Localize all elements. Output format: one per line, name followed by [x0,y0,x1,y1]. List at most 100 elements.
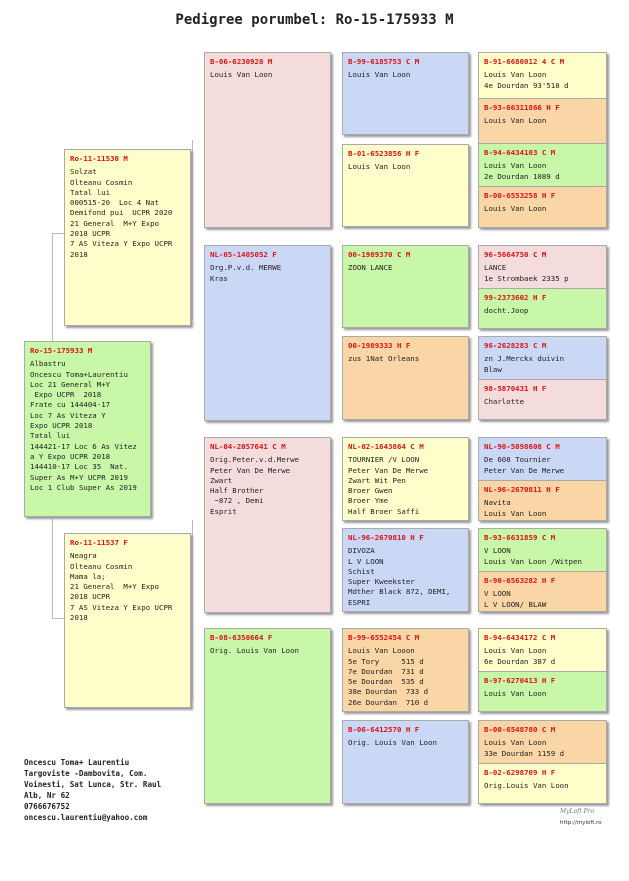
connector-line [192,140,193,320]
great-grandparent-details: Louis Van Looon 5e Tory 515 d 7e Dourdan… [348,646,429,707]
ancestor-cell[interactable]: NL-96-2670811 H F Navita Louis Van Loon [479,480,606,520]
ancestor-details: Orig.Louis Van Loon [484,781,569,791]
ancestor-details: Louis Van Loon 4e Dourdan 93'518 d [484,70,569,90]
ancestor-cell[interactable]: B-94-6434172 C M Louis Van Loon 6e Dourd… [479,629,606,671]
sire-details: Solzat Olteanu Cosmin Tatal lui 000515-2… [70,167,173,259]
connector-line [52,233,66,234]
connector-line [192,520,193,700]
great-grandparent-box[interactable]: NL-02-1643864 C M TOURNIER /V LOON Peter… [342,437,469,521]
ancestor-cell[interactable]: B-93-66311866 H F Louis Van Loon [479,98,606,143]
great-grandparent-details: zus 1Nat Orleans [348,354,420,364]
grandparent-details: Orig.Peter.v.d.Merwe Peter Van De Merwe … [210,455,299,516]
grandparent-box[interactable]: B-08-6350664 F Orig. Louis Van Loon [204,628,331,804]
great-grandparent-box[interactable]: B-99-6185753 C M Louis Van Loon [342,52,469,135]
grandparent-box[interactable]: NL-04-2057641 C M Orig.Peter.v.d.Merwe P… [204,437,331,613]
ancestor-cell[interactable]: NL-90-5098608 C M De 608 Tournier Peter … [479,438,606,480]
ancestor-cell[interactable]: B-93-6631859 C M V LOON Louis Van Loon /… [479,529,606,571]
sire-box[interactable]: Ro-11-11530 M Solzat Olteanu Cosmin Tata… [64,149,191,326]
ancestor-ring: B-93-66311866 H F [484,103,560,112]
dam-box[interactable]: Ro-11-11537 F Neagra Olteanu Cosmin Mama… [64,533,191,708]
ancestor-ring: 96-2628283 C M [484,341,547,350]
ancestor-details: Louis Van Loon [484,116,547,126]
subject-box[interactable]: Ro-15-175933 M Albastru Oncescu Toma+Lau… [24,341,151,517]
ancestor-ring: NL-96-2670811 H F [484,485,560,494]
ancestor-pair-box: B-00-6548780 C M Louis Van Loon 33e Dour… [478,720,607,804]
great-grandparent-ring: B-01-6523856 H F [348,149,420,158]
grandparent-ring: B-08-6350664 F [210,633,273,642]
ancestor-cell[interactable]: 98-5870431 H F Charlotte [479,379,606,419]
grandparent-box[interactable]: NL-05-1405052 F Org.P.v.d. MERWE Kras [204,245,331,421]
great-grandparent-box[interactable]: B-99-6552454 C M Louis Van Looon 5e Tory… [342,628,469,712]
ancestor-details: V LOON Louis Van Loon /Witpen [484,546,582,566]
great-grandparent-box[interactable]: B-01-6523856 H F Louis Van Loon [342,144,469,227]
connector-line [52,233,53,343]
ancestor-ring: 98-5870431 H F [484,384,547,393]
ancestor-ring: 96-5664750 C M [484,250,547,259]
great-grandparent-ring: NL-96-2670810 H F [348,533,424,542]
ancestor-ring: B-94-6434103 C M [484,148,556,157]
connector-line [52,518,53,618]
great-grandparent-ring: B-06-6412570 H F [348,725,420,734]
ancestor-ring: B-00-6553258 H F [484,191,556,200]
great-grandparent-box[interactable]: 00-1989370 C M ZOON LANCE [342,245,469,328]
grandparent-details: Louis Van Loon [210,70,273,80]
dam-details: Neagra Olteanu Cosmin Mama la; 21 Genera… [70,551,173,623]
great-grandparent-details: Louis Van Loon [348,70,411,80]
great-grandparent-ring: B-99-6185753 C M [348,57,420,66]
great-grandparent-ring: NL-02-1643864 C M [348,442,424,451]
ancestor-cell[interactable]: 96-2628283 C M zn J.Merckx duivin Blaw [479,337,606,379]
ancestor-cell[interactable]: B-00-6553258 H F Louis Van Loon [479,186,606,227]
ancestor-cell[interactable]: B-00-6548780 C M Louis Van Loon 33e Dour… [479,721,606,763]
ancestor-ring: B-97-6270413 H F [484,676,556,685]
ancestor-details: zn J.Merckx duivin Blaw [484,354,565,374]
owner-contact: Oncescu Toma+ Laurentiu Targoviste -Damb… [24,758,162,822]
ancestor-details: Louis Van Loon 33e Dourdan 1159 d [484,738,565,758]
ancestor-details: Louis Van Loon [484,689,547,699]
ancestor-cell[interactable]: B-02-6298709 H F Orig.Louis Van Loon [479,763,606,803]
great-grandparent-details: Louis Van Loon [348,162,411,172]
ancestor-details: docht.Joop [484,306,529,316]
ancestor-pair-box: 96-5664750 C M LANCE 1e Strombaek 2335 p… [478,245,607,329]
ancestor-cell[interactable]: 96-5664750 C M LANCE 1e Strombaek 2335 p [479,246,606,288]
great-grandparent-details: TOURNIER /V LOON Peter Van De Merwe Zwar… [348,455,429,516]
grandparent-ring: NL-05-1405052 F [210,250,277,259]
grandparent-details: Orig. Louis Van Loon [210,646,299,656]
ancestor-ring: B-00-6548780 C M [484,725,556,734]
great-grandparent-details: Orig. Louis Van Loon [348,738,437,748]
ancestor-details: Navita Louis Van Loon [484,498,547,518]
ancestor-details: V LOON L V LOON/ BLAW [484,589,547,609]
grandparent-ring: B-06-6230928 M [210,57,273,66]
ancestor-ring: B-91-6680012 4 C M [484,57,565,66]
grandparent-ring: NL-04-2057641 C M [210,442,286,451]
ancestor-ring: B-90-6563282 H F [484,576,556,585]
great-grandparent-box[interactable]: B-06-6412570 H F Orig. Louis Van Loon [342,720,469,804]
ancestor-details: Louis Van Loon [484,204,547,214]
great-grandparent-details: ZOON LANCE [348,263,393,273]
great-grandparent-details: DIVOZA L V LOON Schist Super Kweekster M… [348,546,451,607]
ancestor-cell[interactable]: 99-2373602 H F docht.Joop [479,288,606,328]
footer-url[interactable]: http://myloft.ro [560,820,602,826]
ancestor-details: Charlotte [484,397,525,407]
ancestor-cell[interactable]: B-97-6270413 H F Louis Van Loon [479,671,606,711]
signature: MyLoft Pro [560,808,595,815]
ancestor-cell[interactable]: B-90-6563282 H F V LOON L V LOON/ BLAW [479,571,606,611]
ancestor-pair-box: B-91-6680012 4 C M Louis Van Loon 4e Dou… [478,52,607,228]
page-title: Pedigree porumbel: Ro-15-175933 M [175,12,454,28]
great-grandparent-box[interactable]: 00-1989333 H F zus 1Nat Orleans [342,336,469,420]
ancestor-ring: 99-2373602 H F [484,293,547,302]
grandparent-box[interactable]: B-06-6230928 M Louis Van Loon [204,52,331,228]
ancestor-details: De 608 Tournier Peter Van De Merwe [484,455,565,475]
sire-ring: Ro-11-11530 M [70,154,128,163]
ancestor-cell[interactable]: B-91-6680012 4 C M Louis Van Loon 4e Dou… [479,53,606,98]
grandparent-details: Org.P.v.d. MERWE Kras [210,263,282,283]
ancestor-pair-box: NL-90-5098608 C M De 608 Tournier Peter … [478,437,607,521]
subject-ring: Ro-15-175933 M [30,346,93,355]
ancestor-pair-box: 96-2628283 C M zn J.Merckx duivin Blaw 9… [478,336,607,420]
ancestor-ring: NL-90-5098608 C M [484,442,560,451]
ancestor-ring: B-02-6298709 H F [484,768,556,777]
ancestor-ring: B-94-6434172 C M [484,633,556,642]
ancestor-cell[interactable]: B-94-6434103 C M Louis Van Loon 2e Dourd… [479,143,606,186]
dam-ring: Ro-11-11537 F [70,538,128,547]
great-grandparent-box[interactable]: NL-96-2670810 H F DIVOZA L V LOON Schist… [342,528,469,612]
ancestor-pair-box: B-93-6631859 C M V LOON Louis Van Loon /… [478,528,607,612]
